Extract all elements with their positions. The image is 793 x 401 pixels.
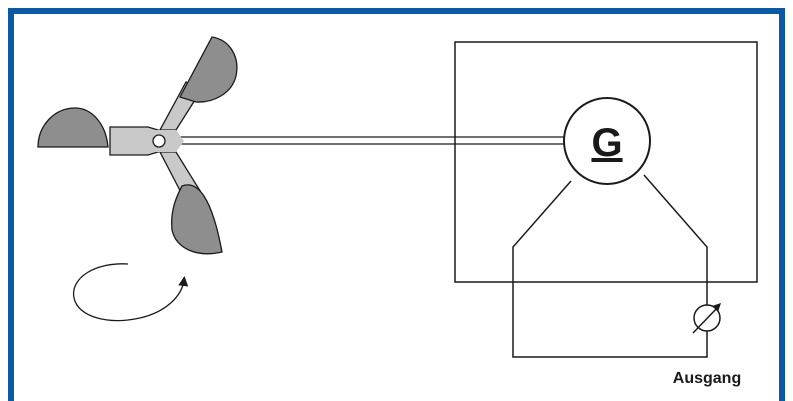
output-wire — [512, 174, 708, 358]
rotor-hub — [152, 134, 166, 148]
generator-housing — [454, 41, 758, 283]
cup-top — [179, 36, 238, 103]
cup-left — [37, 107, 109, 148]
generator-symbol — [563, 97, 651, 185]
outer-frame — [8, 8, 785, 401]
output-meter-symbol — [692, 303, 721, 334]
cup-bottom — [171, 184, 223, 255]
rotation-arrow — [73, 263, 189, 322]
drive-shaft — [172, 136, 566, 145]
generator-label: G — [591, 121, 622, 165]
output-label: Ausgang — [673, 370, 741, 387]
